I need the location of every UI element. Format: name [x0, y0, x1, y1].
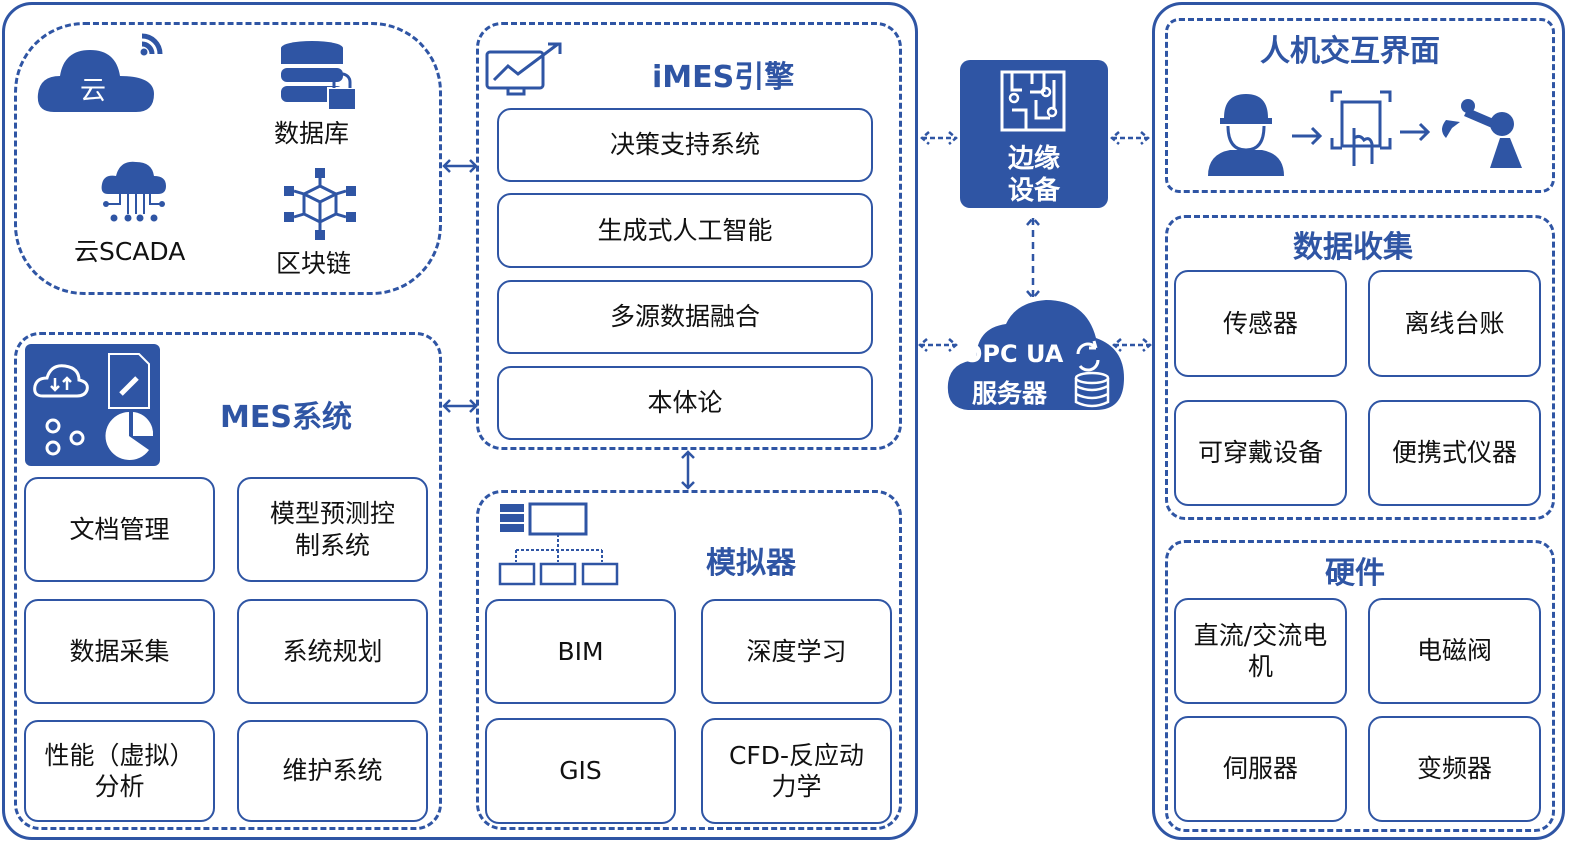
bidirectional-arrow-icon — [442, 159, 478, 173]
edge-label-1: 边缘 — [1007, 144, 1060, 174]
circuit-chip-icon — [1000, 70, 1066, 132]
hw-item-servo[interactable]: 伺服器 — [1174, 716, 1347, 822]
mes-icon-tile — [25, 344, 160, 466]
imes-group — [476, 22, 902, 450]
hw-item-solenoid-valve[interactable]: 电磁阀 — [1368, 598, 1541, 704]
sim-item-bim[interactable]: BIM — [485, 599, 676, 704]
network-servers-icon — [498, 502, 619, 586]
right-frame — [1152, 2, 1565, 840]
cloud-scada-label: 云SCADA — [74, 237, 186, 266]
database-icon — [1074, 371, 1110, 408]
edge-device-block[interactable]: 边缘 设备 — [960, 60, 1108, 208]
imes-item-ontology[interactable]: 本体论 — [497, 366, 873, 440]
imes-title: iMES引擎 — [652, 60, 795, 95]
touchscreen-icon — [1330, 90, 1392, 166]
opcua-label-2: 服务器 — [972, 379, 1048, 408]
hardware-title: 硬件 — [1325, 556, 1385, 591]
left-frame — [2, 2, 918, 840]
hw-item-inverter[interactable]: 变频器 — [1368, 716, 1541, 822]
hmi-group — [1165, 18, 1555, 193]
hardware-group — [1165, 540, 1555, 832]
imes-item-generative-ai[interactable]: 生成式人工智能 — [497, 193, 873, 268]
arrow-right-icon — [1292, 126, 1323, 146]
imes-item-data-fusion[interactable]: 多源数据融合 — [497, 280, 873, 354]
hmi-title: 人机交互界面 — [1260, 34, 1440, 69]
dc-item-portable-instrument[interactable]: 便携式仪器 — [1368, 400, 1541, 506]
mes-item-planning[interactable]: 系统规划 — [237, 599, 428, 704]
sim-item-cfd[interactable]: CFD-反应动力学 — [701, 718, 892, 824]
opcua-label-1: OPC UA — [962, 340, 1064, 368]
data-collection-group — [1165, 215, 1555, 520]
mes-item-document[interactable]: 文档管理 — [24, 477, 215, 582]
edge-label-2: 设备 — [1007, 176, 1060, 206]
bidirectional-arrow-icon — [1112, 338, 1152, 352]
data-collection-title: 数据收集 — [1293, 230, 1413, 265]
cloud-label: 云 — [80, 76, 107, 106]
opcua-cloud-shape[interactable] — [946, 298, 1126, 412]
sim-item-gis[interactable]: GIS — [485, 718, 676, 824]
blockchain-icon — [284, 168, 356, 240]
bidirectional-arrow-icon — [1026, 216, 1040, 300]
mes-group — [14, 332, 442, 830]
dc-item-offline-ledger[interactable]: 离线台账 — [1368, 270, 1541, 377]
worker-icon — [1208, 94, 1284, 176]
worker-touch-robot-icons — [1208, 90, 1522, 176]
bidirectional-arrow-icon — [920, 131, 958, 145]
cloud-group — [14, 22, 442, 295]
bidirectional-arrow-icon — [1110, 131, 1150, 145]
mes-title: MES系统 — [220, 400, 352, 435]
database-lock-icon — [281, 41, 357, 111]
sync-icon — [1076, 340, 1100, 372]
mes-item-data-acquisition[interactable]: 数据采集 — [24, 599, 215, 704]
dc-item-wearable[interactable]: 可穿戴设备 — [1174, 400, 1347, 506]
database-label: 数据库 — [274, 119, 350, 148]
blockchain-label: 区块链 — [276, 249, 352, 278]
sim-item-deep-learning[interactable]: 深度学习 — [701, 599, 892, 704]
cloud-scada-icon — [101, 161, 166, 222]
imes-item-decision-support[interactable]: 决策支持系统 — [497, 108, 873, 182]
simulator-group — [476, 490, 902, 830]
bidirectional-arrow-icon — [442, 399, 478, 413]
robot-arm-icon — [1442, 99, 1522, 168]
mes-item-maintenance[interactable]: 维护系统 — [237, 720, 428, 822]
bidirectional-arrow-icon — [681, 450, 695, 490]
arrow-right-icon — [1400, 122, 1431, 142]
mes-item-mpc[interactable]: 模型预测控制系统 — [237, 477, 428, 582]
mes-item-performance[interactable]: 性能（虚拟）分析 — [24, 720, 215, 822]
bidirectional-arrow-icon — [918, 338, 958, 352]
hw-item-motor[interactable]: 直流/交流电机 — [1174, 598, 1347, 704]
analytics-monitor-icon — [485, 42, 562, 96]
cloud-icon — [37, 33, 163, 112]
dc-item-sensor[interactable]: 传感器 — [1174, 270, 1347, 377]
mes-tools-icon — [33, 353, 154, 460]
simulator-title: 模拟器 — [706, 546, 796, 581]
